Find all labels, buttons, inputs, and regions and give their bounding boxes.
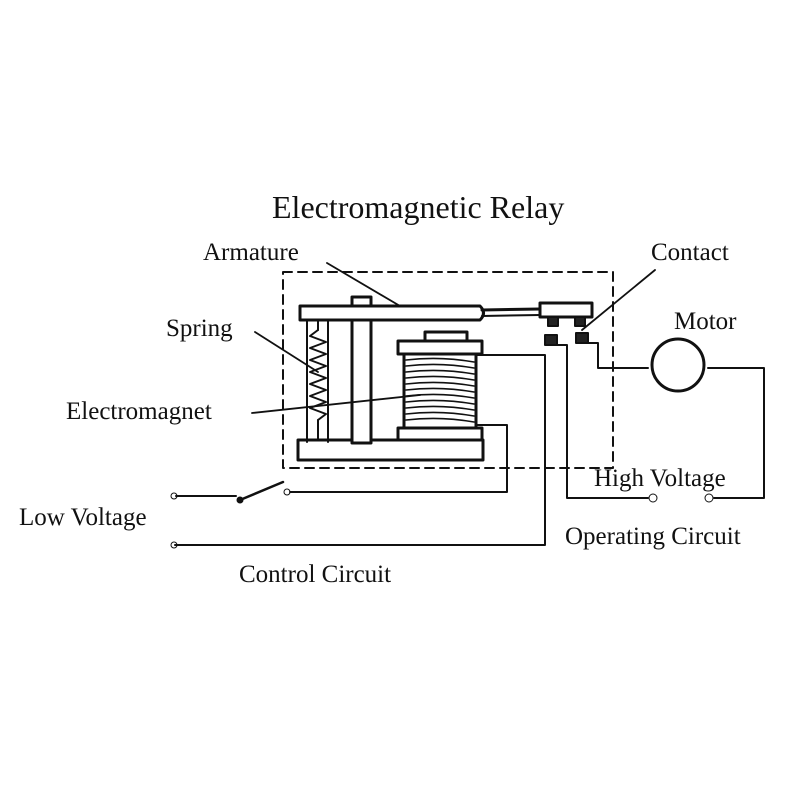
high-voltage-terminal-left [649, 494, 657, 502]
low-voltage-terminal-lower [171, 542, 177, 548]
contact-leader-line [582, 270, 655, 330]
label-contact: Contact [651, 239, 729, 266]
label-low-voltage: Low Voltage [19, 504, 147, 531]
electromagnet-coil-windings [406, 358, 474, 422]
label-operating-circuit: Operating Circuit [565, 523, 741, 550]
label-spring: Spring [166, 315, 233, 342]
label-high-voltage: High Voltage [594, 465, 726, 492]
relay-housing-outline [283, 272, 613, 468]
electromagnet-leader-line [252, 395, 420, 413]
electromagnet-upper-flange [398, 341, 482, 354]
armature-leader-line [327, 263, 400, 306]
high-voltage-terminal-right [705, 494, 713, 502]
low-voltage-terminal-upper [171, 493, 177, 499]
moving-contact-tip-left [548, 317, 558, 326]
moving-contact-tip-right [575, 317, 585, 326]
armature-bar [300, 306, 484, 320]
armature-extension-lower [482, 315, 540, 316]
label-armature: Armature [203, 239, 299, 266]
diagram-title: Electromagnetic Relay [272, 189, 565, 225]
control-switch-blade [240, 482, 283, 500]
control-switch-contact [284, 489, 290, 495]
label-motor: Motor [674, 308, 737, 335]
label-control-circuit: Control Circuit [239, 561, 392, 588]
moving-contact-plate [540, 303, 592, 317]
relay-base [298, 440, 483, 460]
motor-return-wire [708, 368, 764, 498]
armature-pivot-post [352, 297, 371, 443]
spring-leader-line [255, 332, 318, 372]
control-switch-pivot [237, 497, 243, 503]
fixed-contact-right-wire [582, 343, 648, 368]
electromagnet-lower-flange [398, 428, 482, 440]
motor-symbol [652, 339, 704, 391]
fixed-contact-right [576, 333, 588, 343]
spring-coil [310, 330, 326, 420]
fixed-contact-left-wire [551, 345, 648, 498]
coil-lead-lower [290, 425, 507, 492]
label-electromagnet: Electromagnet [66, 398, 212, 425]
coil-lead-upper [175, 355, 545, 545]
fixed-contact-left [545, 335, 557, 345]
armature-extension [482, 309, 540, 310]
